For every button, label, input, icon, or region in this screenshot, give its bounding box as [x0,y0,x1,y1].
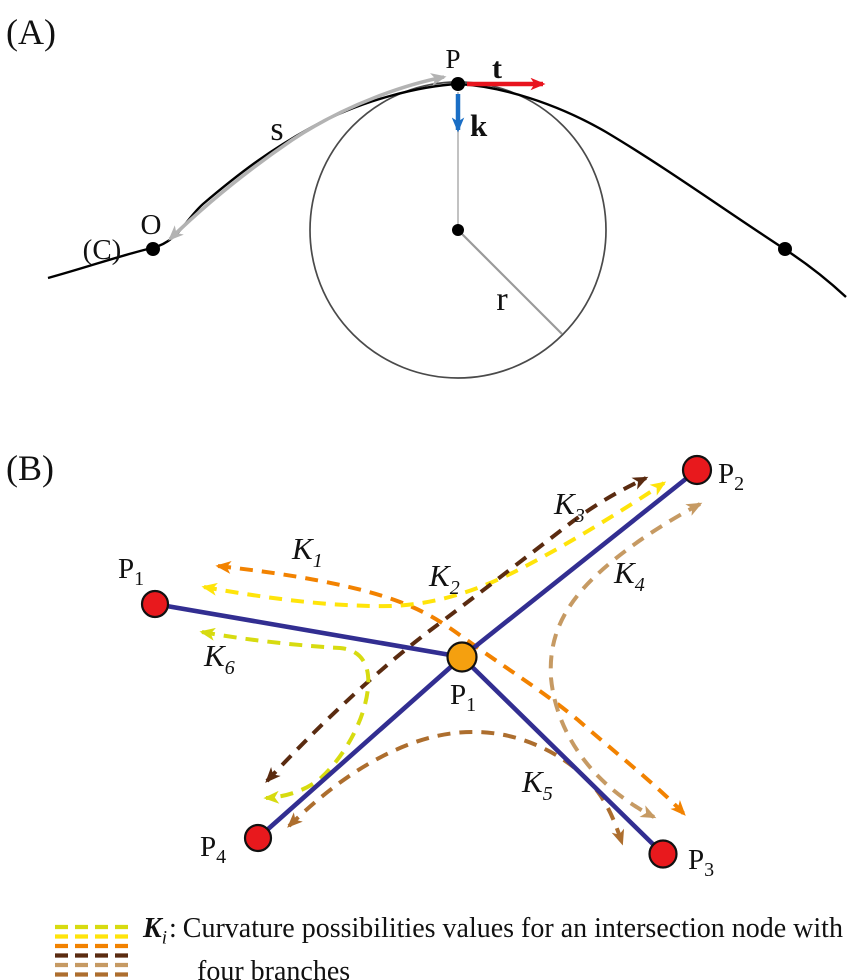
node-p2 [681,454,713,486]
k6-label: K6 [203,638,235,679]
k4-label: K4 [613,555,645,596]
node-p4 [243,823,273,853]
panel-a-label: (A) [6,12,56,52]
panel-b: (B) P1 P2 P3 P4 P1 K1 K2 K3 K4 K5 K6 [6,448,744,881]
legend-k-symbol: K [143,913,162,944]
panel-a: (A) s P t k O (C) r [6,12,847,379]
k5-path [287,729,625,846]
legend-colon: : [168,913,177,944]
node-p3-label: P3 [688,844,714,881]
node-p3 [648,839,678,869]
k2-label: K2 [428,558,460,599]
node-center [446,641,478,673]
branch-p1 [154,601,463,660]
curve-c-path [47,82,847,298]
curvature-label: k [470,108,488,143]
branch-p2 [460,468,699,659]
node-p1 [140,589,170,619]
point-p-dot [451,77,465,91]
curve-right-dot [778,242,792,256]
circle-center-dot [452,224,464,236]
k1-label: K1 [291,531,323,572]
point-p-label: P [445,44,460,74]
node-p2-label: P2 [718,458,744,495]
k3-path [265,476,649,783]
branch-p4 [256,655,464,840]
tangent-label: t [492,52,502,85]
radius-label: r [496,281,508,318]
point-o-dot [146,242,160,256]
radius-line [457,229,563,335]
legend-k-subscript: i [161,927,167,949]
panel-b-label: (B) [6,448,54,488]
legend-line1: Curvature possibilities values for an in… [182,913,843,944]
k3-label: K3 [553,486,585,527]
k4-path [548,502,703,819]
arc-length-arrow [168,73,447,241]
branch-p3 [460,655,665,856]
legend-line2: four branches [197,955,351,980]
legend-swatches [55,924,130,977]
arc-length-label: s [270,111,283,148]
node-center-label: P1 [450,679,476,716]
legend-caption: Ki:Curvature possibilities values for an… [143,912,843,980]
node-p4-label: P4 [200,831,226,868]
node-p1-label: P1 [118,553,144,590]
curve-c-label: (C) [83,234,122,266]
point-o-label: O [141,209,162,241]
k5-label: K5 [521,764,553,805]
